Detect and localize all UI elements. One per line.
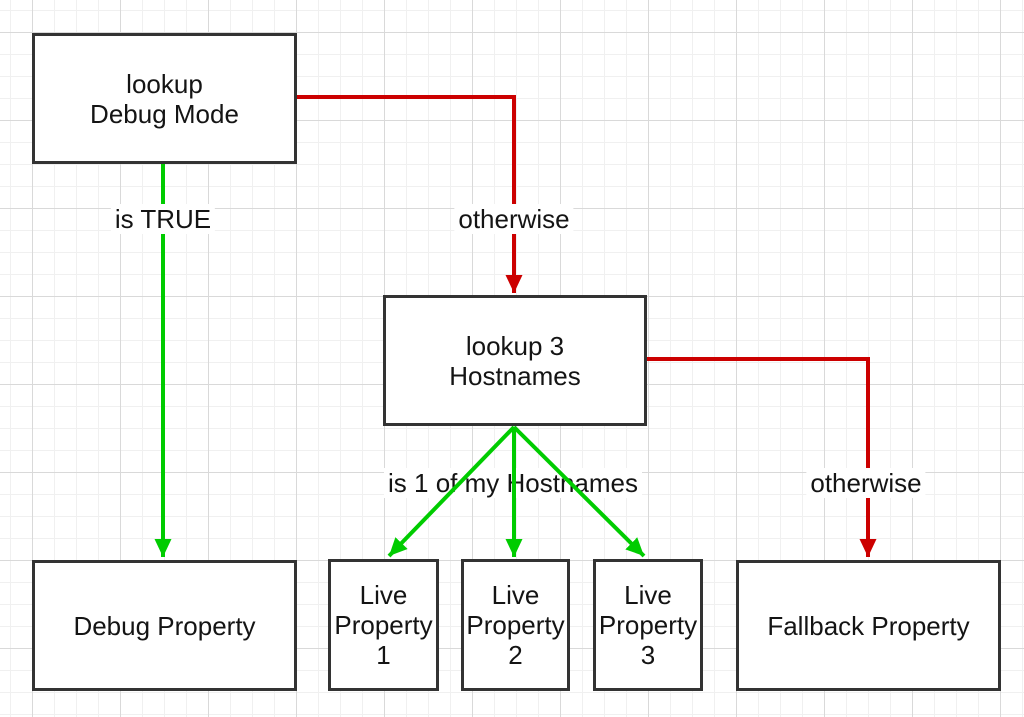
edge-hostname-match-1 (387, 425, 516, 558)
node-live-property-2: Live Property 2 (461, 559, 570, 691)
edge-label-otherwise-debug: otherwise (454, 204, 574, 234)
edge-hostname-match-3 (512, 425, 646, 558)
node-debug-property: Debug Property (32, 560, 297, 691)
node-lookup-debug-mode: lookup Debug Mode (32, 33, 297, 164)
node-live-property-3: Live Property 3 (593, 559, 703, 691)
edge-label-otherwise-hostnames: otherwise (806, 468, 926, 498)
edge-debug-mode-otherwise (297, 95, 523, 293)
node-live-property-1: Live Property 1 (328, 559, 439, 691)
edge-label-is-true: is TRUE (110, 204, 216, 234)
node-lookup-3-hostnames: lookup 3 Hostnames (383, 295, 647, 426)
node-fallback-property: Fallback Property (736, 560, 1001, 691)
edge-hostnames-otherwise (647, 357, 877, 557)
